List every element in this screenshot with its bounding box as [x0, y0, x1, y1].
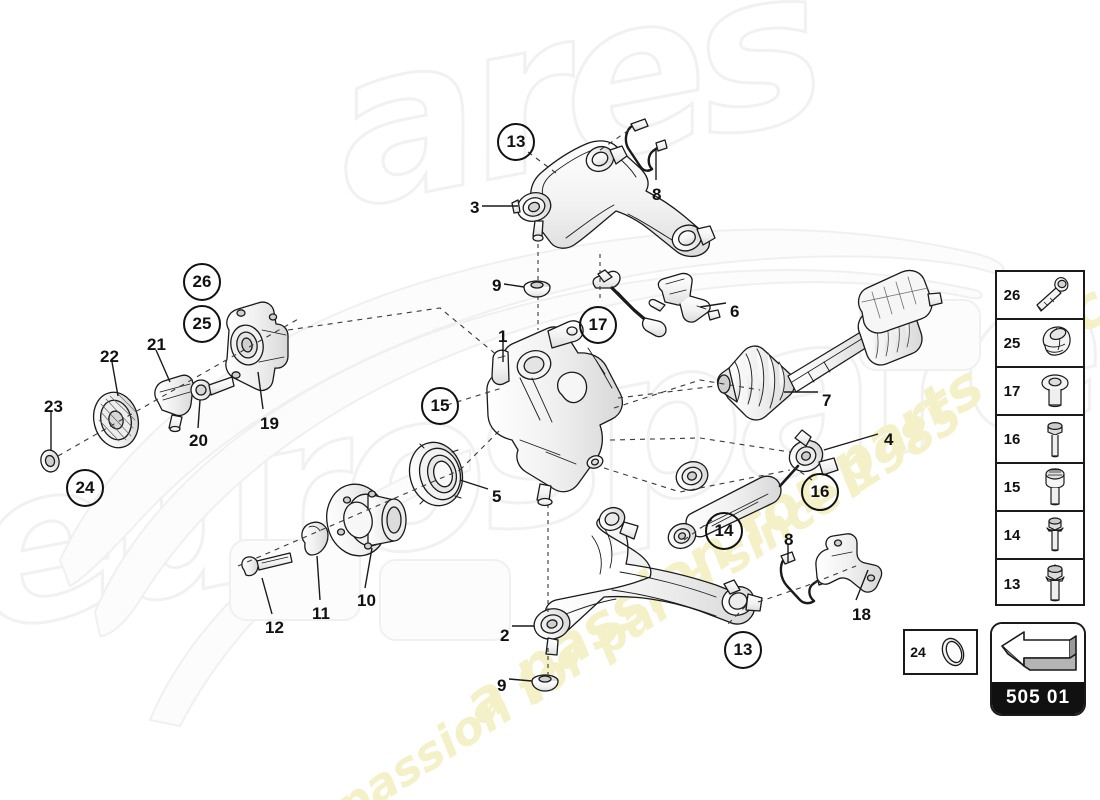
- part-upper-control-arm: [511, 140, 716, 258]
- assembly-axis-lines: [57, 127, 857, 676]
- label-8-lower[interactable]: 8: [784, 530, 794, 549]
- legend-number-17: 17: [1003, 382, 1021, 400]
- label-11[interactable]: 11: [312, 604, 330, 623]
- legend-row-14[interactable]: 14: [997, 512, 1083, 560]
- label-3[interactable]: 3: [470, 198, 480, 217]
- label-8-upper[interactable]: 8: [652, 185, 662, 204]
- label-7[interactable]: 7: [822, 391, 832, 410]
- label-18[interactable]: 18: [852, 605, 871, 624]
- label-9-upper[interactable]: 9: [492, 276, 502, 295]
- flange-hex-bolt-icon: [1027, 560, 1083, 608]
- part-grommet-23: [40, 449, 60, 473]
- part-wheel-speed-sensor-21: [154, 374, 194, 433]
- o-ring-seal-icon: [931, 631, 976, 673]
- part-wheel-carrier-1: [486, 320, 623, 507]
- flange-hex-bolt-small-icon: [1027, 512, 1083, 558]
- slim-hex-bolt-icon: [1027, 416, 1083, 462]
- callout-14[interactable]: 14: [705, 512, 743, 550]
- legend-number-24: 24: [910, 644, 926, 660]
- part-dust-cap-11: [301, 521, 329, 556]
- part-hub-flange-19: [225, 301, 289, 392]
- part-nut-9-lower: [531, 674, 559, 692]
- part-wheel-hub-bearing-10: [326, 483, 407, 557]
- part-nut-9-upper: [523, 280, 551, 298]
- legend-number-15: 15: [1003, 478, 1021, 496]
- label-4[interactable]: 4: [884, 430, 894, 449]
- legend-row-25[interactable]: 25: [997, 320, 1083, 368]
- legend-row-17[interactable]: 17: [997, 368, 1083, 416]
- callout-16[interactable]: 16: [801, 473, 839, 511]
- legend-row-13[interactable]: 13: [997, 560, 1083, 608]
- callout-24[interactable]: 24: [66, 469, 104, 507]
- callout-26[interactable]: 26: [183, 263, 221, 301]
- part-ride-height-sensor-17: [592, 269, 667, 338]
- part-lower-control-arm-2: [533, 506, 763, 656]
- legend-number-13: 13: [1003, 575, 1021, 593]
- label-1[interactable]: 1: [498, 327, 508, 346]
- legend-row-26[interactable]: 26: [997, 272, 1083, 320]
- part-bearing-seal-5: [408, 441, 464, 507]
- callout-25[interactable]: 25: [183, 305, 221, 343]
- group-code-label: 505 01: [992, 682, 1084, 714]
- part-sensor-bracket-6: [648, 272, 721, 323]
- label-6[interactable]: 6: [730, 302, 740, 321]
- label-23[interactable]: 23: [44, 397, 63, 416]
- label-10[interactable]: 10: [357, 591, 376, 610]
- callout-15[interactable]: 15: [421, 387, 459, 425]
- socket-head-cap-screw-icon: [1027, 272, 1083, 318]
- legend-row-16[interactable]: 16: [997, 416, 1083, 464]
- knurled-bushing-icon: [1027, 320, 1083, 366]
- fastener-legend-table: 26 25: [995, 270, 1085, 606]
- part-bracket-18: [815, 533, 883, 593]
- label-20[interactable]: 20: [189, 431, 208, 450]
- part-drive-shaft-7: [716, 269, 943, 421]
- label-21[interactable]: 21: [147, 335, 166, 354]
- label-22[interactable]: 22: [100, 347, 119, 366]
- part-abs-tone-ring-22: [92, 391, 140, 449]
- leader-lines: [50, 150, 879, 682]
- legend-number-25: 25: [1003, 334, 1021, 352]
- callout-13-upper[interactable]: 13: [497, 123, 535, 161]
- label-19[interactable]: 19: [260, 414, 279, 433]
- part-hub-bolt-12: [241, 552, 293, 577]
- legend-number-26: 26: [1003, 286, 1021, 304]
- legend-number-16: 16: [1003, 430, 1021, 448]
- legend-row-15[interactable]: 15: [997, 464, 1083, 512]
- part-sensor-bolt-20: [190, 376, 235, 401]
- part-bushing-eye-14: [675, 461, 709, 491]
- seal-ring-legend-box[interactable]: 24: [903, 629, 978, 675]
- splined-head-bolt-icon: [1027, 464, 1083, 510]
- callout-13-lower[interactable]: 13: [724, 631, 762, 669]
- arrow-left-3d-icon: [992, 624, 1084, 682]
- torx-pan-head-bolt-icon: [1027, 368, 1083, 414]
- callout-17[interactable]: 17: [579, 306, 617, 344]
- label-2[interactable]: 2: [500, 626, 510, 645]
- group-code-badge[interactable]: 505 01: [990, 622, 1086, 716]
- label-12[interactable]: 12: [265, 618, 284, 637]
- label-9-lower[interactable]: 9: [497, 676, 507, 695]
- label-5[interactable]: 5: [492, 487, 502, 506]
- legend-number-14: 14: [1003, 526, 1021, 544]
